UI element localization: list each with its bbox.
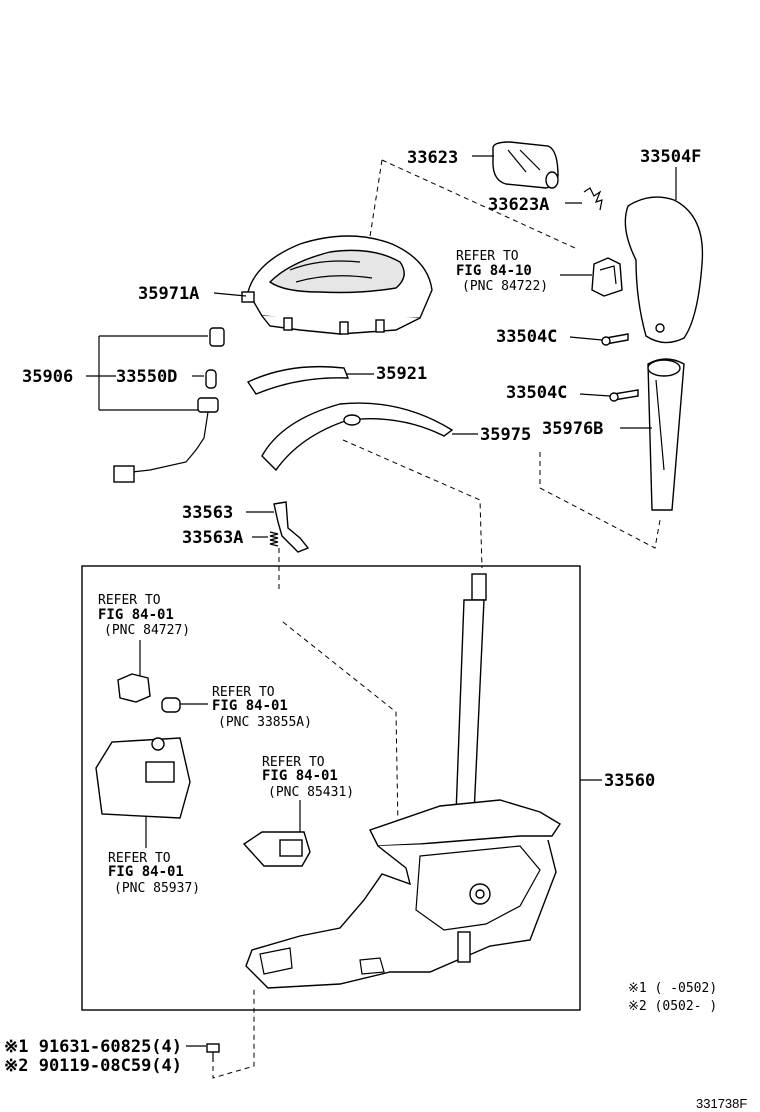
- ref-85431-line1: REFER TO: [262, 755, 325, 770]
- ref-33855A-line1: REFER TO: [212, 685, 275, 700]
- assembly-box-33560: [81, 565, 581, 1011]
- label-35906: 35906: [22, 367, 73, 387]
- ref-85937-line2: FIG 84-01: [108, 864, 184, 880]
- ref-84727-line2: FIG 84-01: [98, 607, 174, 623]
- switch-84722[interactable]: [591, 257, 623, 297]
- switch-84727[interactable]: [117, 673, 151, 703]
- indicator-housing-35971A[interactable]: [241, 235, 433, 335]
- screw-33504C-upper: [601, 333, 629, 346]
- bolt-line-2: ※2 90119-08C59(4): [4, 1056, 182, 1076]
- label-35975: 35975: [480, 425, 531, 445]
- bolt-icon: [206, 1043, 220, 1062]
- bolt-line-1: ※1 91631-60825(4): [4, 1037, 182, 1057]
- lock-pin-33563[interactable]: [273, 501, 310, 553]
- label-33560: 33560: [604, 771, 655, 791]
- shift-sleeve-35976B[interactable]: [647, 358, 685, 511]
- pin-33855A[interactable]: [161, 697, 181, 713]
- label-33563: 33563: [182, 503, 233, 523]
- knob-button-33623[interactable]: [492, 141, 559, 189]
- screw-33504C-lower: [609, 389, 639, 402]
- ref-84727-line3: (PNC 84727): [104, 623, 190, 638]
- control-unit-85937[interactable]: [95, 737, 191, 819]
- ref-85431-line2: FIG 84-01: [262, 768, 338, 784]
- spring-33563A: [269, 531, 279, 547]
- label-35976B: 35976B: [542, 419, 603, 439]
- wire-harness-35906[interactable]: [113, 397, 219, 483]
- legend-note-2: ※2 (0502- ): [628, 999, 717, 1014]
- slide-cover-35921[interactable]: [246, 365, 350, 395]
- label-33623A: 33623A: [488, 195, 549, 215]
- ref-33855A-line2: FIG 84-01: [212, 698, 288, 714]
- label-35921: 35921: [376, 364, 427, 384]
- legend-note-1: ※1 ( -0502): [628, 981, 717, 996]
- label-33563A: 33563A: [182, 528, 243, 548]
- slide-plate-35975[interactable]: [261, 402, 454, 472]
- label-33550D: 33550D: [116, 367, 177, 387]
- label-35971A: 35971A: [138, 284, 199, 304]
- spring-33623A: [583, 187, 603, 211]
- ref-85431-line3: (PNC 85431): [268, 785, 354, 800]
- ref-84722-line1: REFER TO: [456, 249, 519, 264]
- label-33504F: 33504F: [640, 147, 701, 167]
- sensor-85431[interactable]: [242, 831, 311, 867]
- label-33504C-lower: 33504C: [506, 383, 567, 403]
- ref-33855A-line3: (PNC 33855A): [218, 715, 312, 730]
- ref-84722-line2: FIG 84-10: [456, 263, 532, 279]
- ref-84722-line3: (PNC 84722): [462, 279, 548, 294]
- label-33504C-upper: 33504C: [496, 327, 557, 347]
- ref-85937-line1: REFER TO: [108, 851, 171, 866]
- label-33623: 33623: [407, 148, 458, 168]
- shift-knob-33504F[interactable]: [624, 196, 704, 344]
- figure-id: 331738F: [696, 1096, 747, 1111]
- bulb-socket-33550D[interactable]: [205, 327, 225, 389]
- shift-lever-assembly[interactable]: [245, 573, 561, 989]
- ref-85937-line3: (PNC 85937): [114, 881, 200, 896]
- assembly-dash-lines: [212, 159, 661, 1079]
- ref-84727-line1: REFER TO: [98, 593, 161, 608]
